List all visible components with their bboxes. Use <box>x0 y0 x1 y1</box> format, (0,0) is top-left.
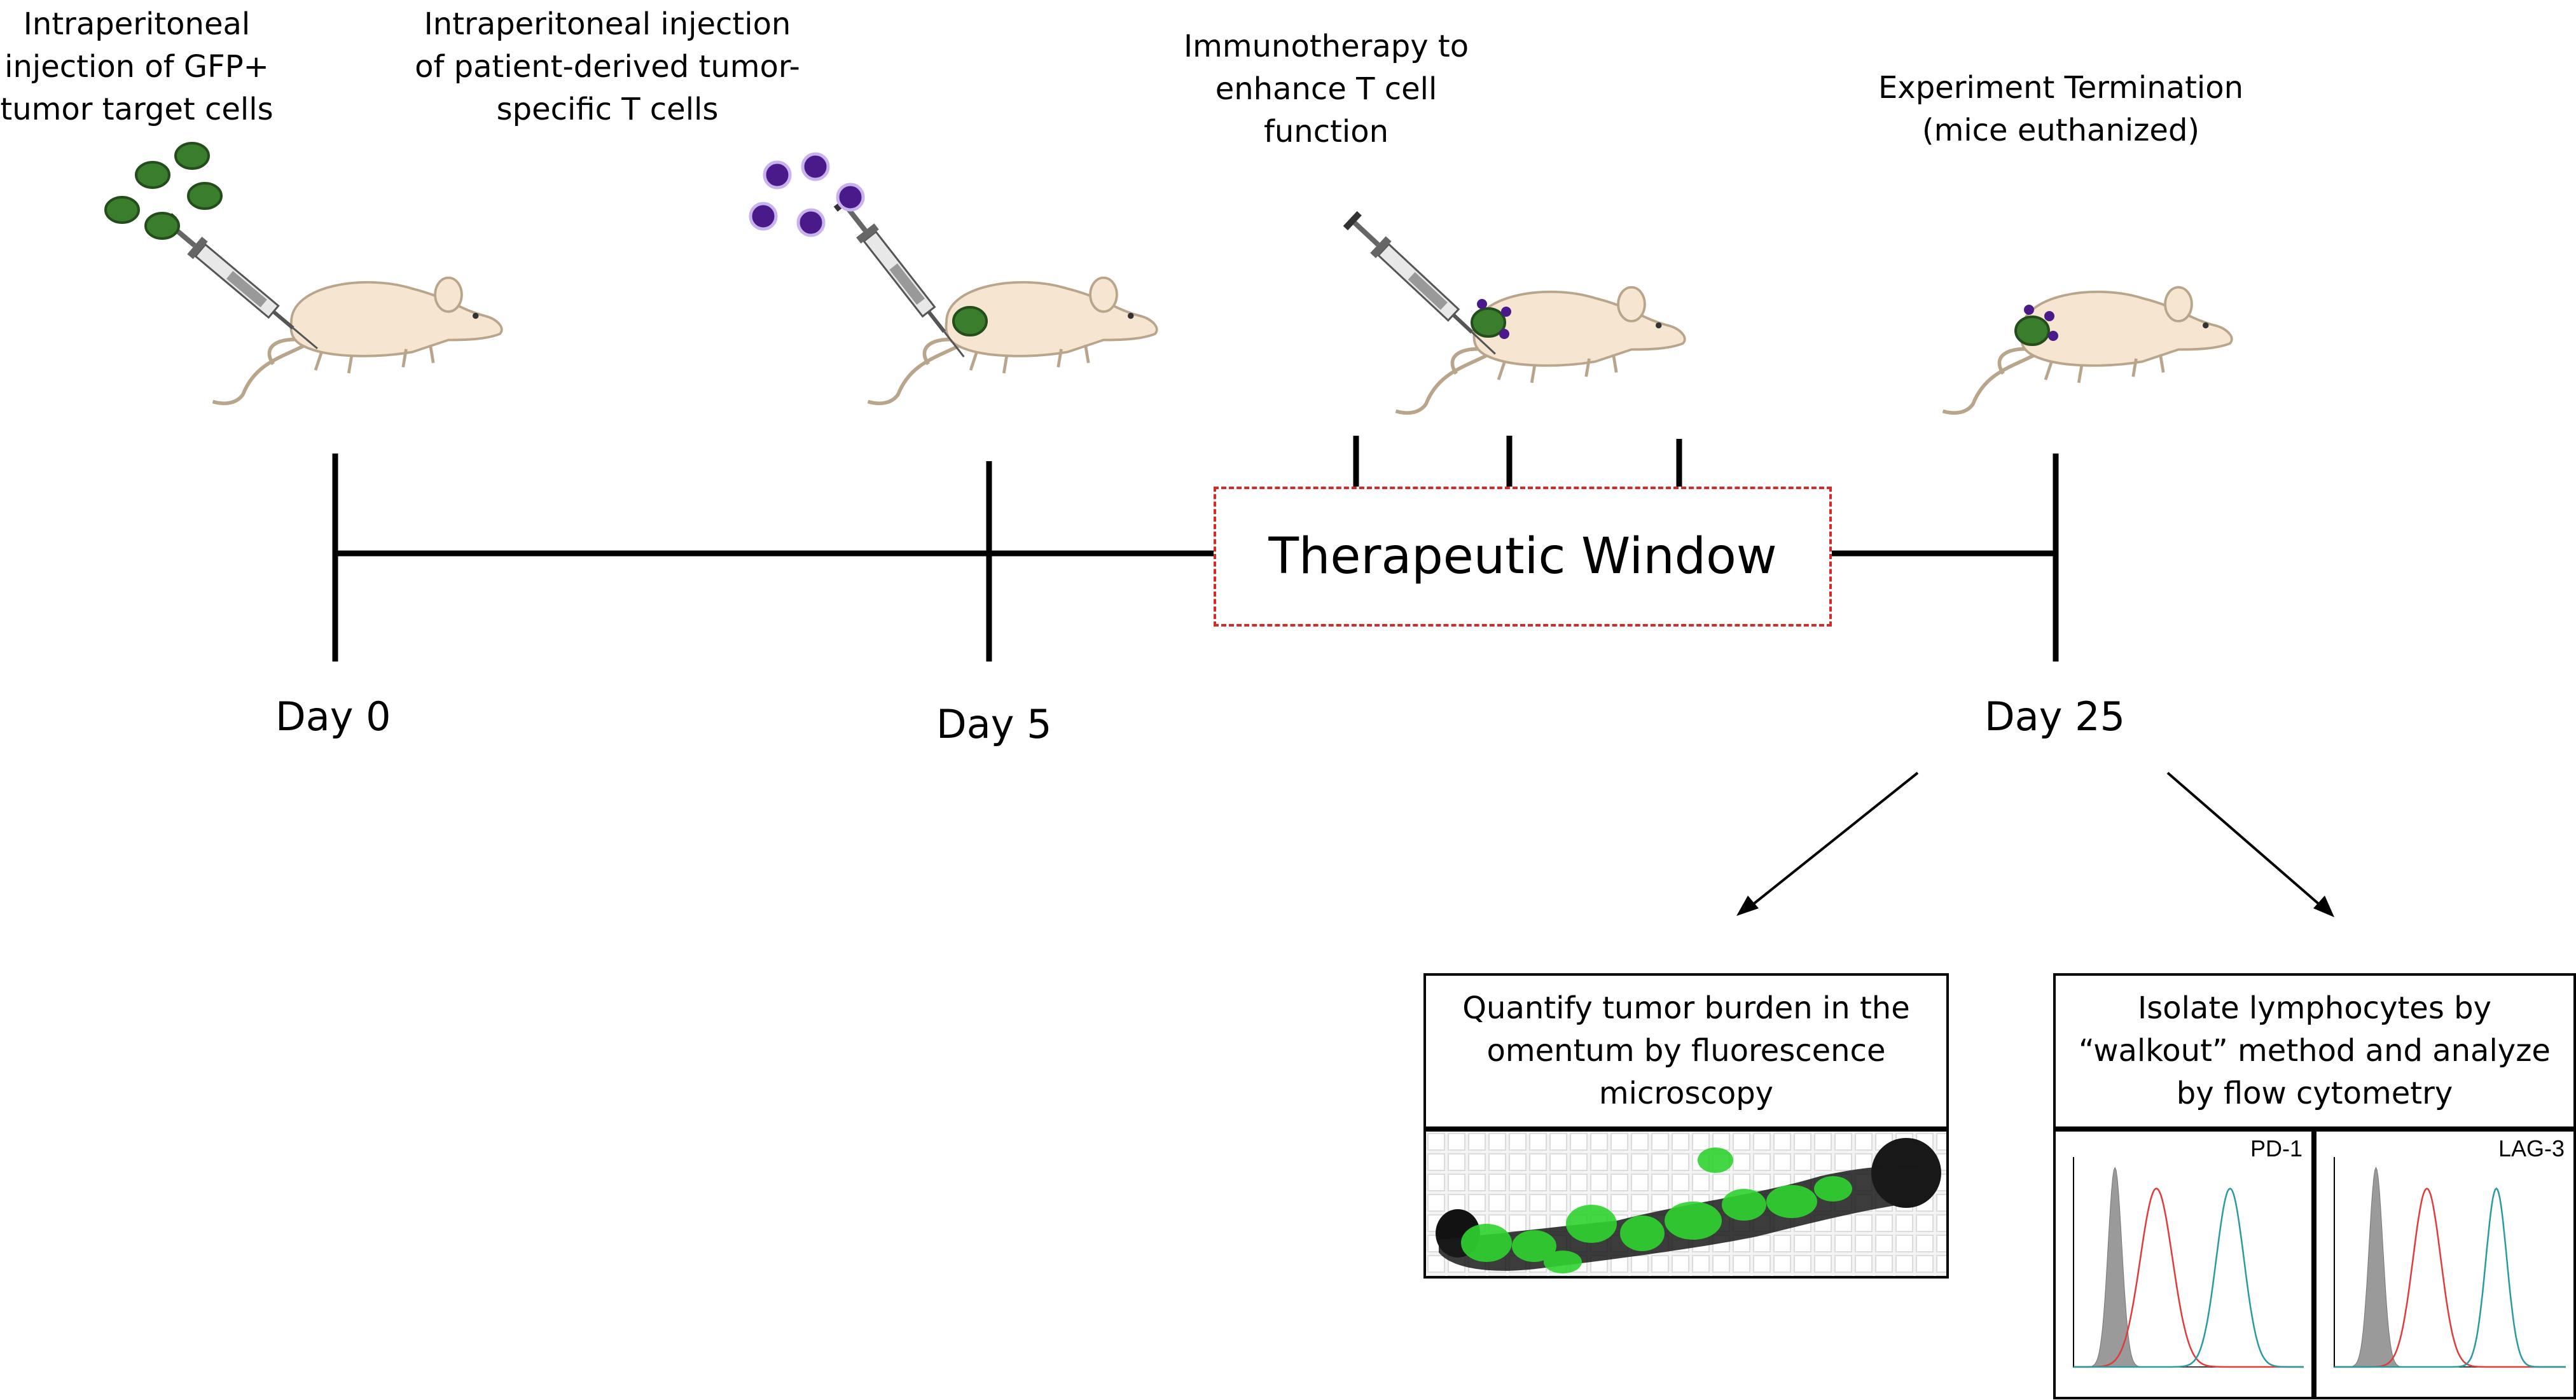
syringe-3-icon <box>1341 209 1504 364</box>
step-label-termination: Experiment Termination (mice euthanized) <box>1878 70 2244 149</box>
histogram-lag3-plot <box>2334 1157 2566 1368</box>
tumor-cell <box>187 182 223 210</box>
flow-cytometry-box: Isolate lymphocytes by “walkout” method … <box>2053 973 2576 1129</box>
mouse-4-icon <box>1943 288 2232 413</box>
step-label-tumor-injection: Intraperitoneal injection of GFP+ tumor … <box>0 6 274 128</box>
arrow-to-flow <box>2166 772 2323 908</box>
fluorescence-microscopy-image <box>1423 1129 1949 1279</box>
histogram-pd1: PD-1 <box>2053 1129 2314 1399</box>
day-25-label: Day 25 <box>1984 693 2126 740</box>
teal-histogram-curve <box>2334 1187 2566 1368</box>
tumor-cell <box>144 212 180 240</box>
day-5-label: Day 5 <box>936 701 1052 747</box>
tumor-mass-icon <box>952 306 988 336</box>
tumor-mass-icon <box>2014 315 2050 346</box>
isotype-control-curve <box>2334 1167 2566 1368</box>
step-label-tcell-injection: Intraperitoneal injection of patient-der… <box>415 6 800 128</box>
tumor-cell <box>135 161 170 189</box>
histogram-pd1-marker: PD-1 <box>2250 1135 2302 1161</box>
omentum-image <box>1426 1132 1946 1276</box>
red-histogram-curve <box>2074 1188 2304 1368</box>
tumor-cell <box>174 142 210 170</box>
histogram-lag3: LAG-3 <box>2314 1129 2576 1399</box>
microscopy-box: Quantify tumor burden in the omentum by … <box>1423 973 1949 1129</box>
therapeutic-window: Therapeutic Window <box>1214 487 1832 627</box>
tumor-cells-icon <box>104 142 223 240</box>
day-0-label: Day 0 <box>275 693 391 740</box>
histogram-pd1-plot <box>2073 1157 2304 1368</box>
tumor-cell <box>104 196 140 224</box>
isotype-control-curve <box>2074 1167 2304 1368</box>
arrow-to-microscopy <box>1749 772 1919 908</box>
teal-histogram-curve <box>2074 1188 2304 1368</box>
t-cells-icon <box>749 152 865 237</box>
timeline <box>332 436 2059 662</box>
histogram-lag3-marker: LAG-3 <box>2498 1135 2565 1161</box>
tumor-mass-icon <box>1471 307 1506 338</box>
step-label-immunotherapy: Immunotherapy to enhance T cell function <box>1183 29 1469 150</box>
